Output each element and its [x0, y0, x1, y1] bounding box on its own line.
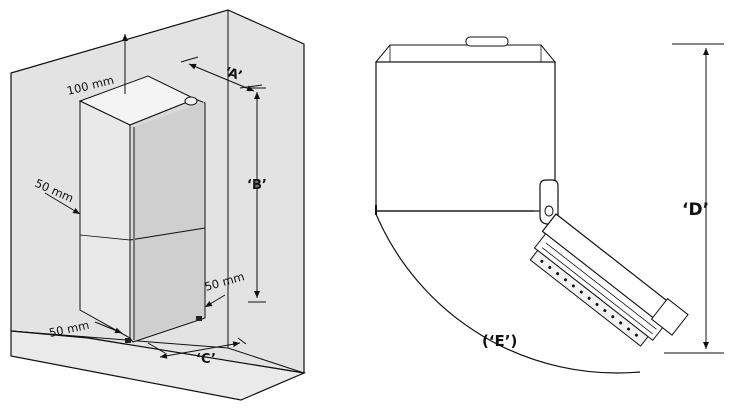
- door-swing-arc: [375, 213, 641, 374]
- opened-door: [529, 213, 689, 347]
- front-clearance-arrow: [94, 321, 123, 334]
- swing-arc-label-e: (‘E’): [482, 332, 517, 350]
- dimension-d-line: [664, 43, 724, 354]
- dimension-b-label: ‘B’: [247, 178, 267, 193]
- side-clearance-arrow: [44, 192, 81, 215]
- fridge-illustration: [78, 75, 206, 343]
- dimension-a-label: ‘A’: [223, 65, 244, 85]
- rear-clearance-arrow: [204, 294, 226, 308]
- dimension-a-line: [180, 56, 263, 92]
- fridge-top-view: [374, 36, 559, 225]
- dimension-c-line: [147, 337, 247, 359]
- dimension-b-line: [248, 87, 266, 303]
- dimension-c-label: ‘C’: [196, 352, 216, 367]
- dimension-d-label: ‘D’: [682, 200, 709, 220]
